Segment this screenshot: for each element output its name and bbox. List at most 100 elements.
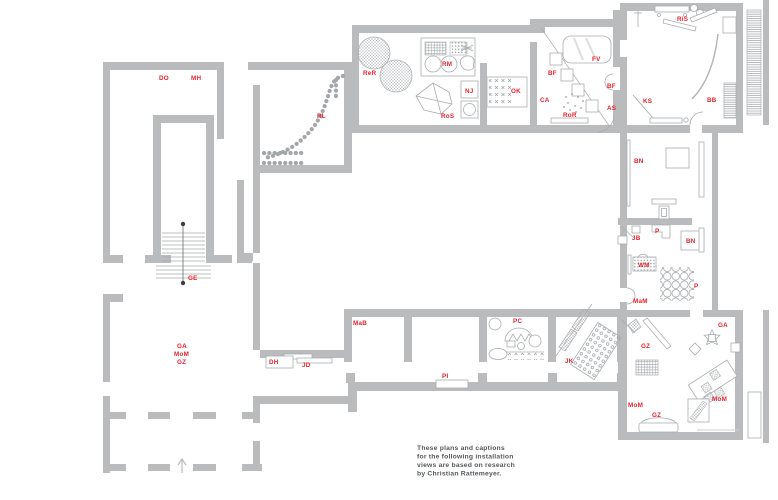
ros-facet-lines — [415, 82, 453, 115]
fv-tub-highlight — [573, 37, 597, 61]
rm-grid-block — [424, 41, 447, 56]
label-rl: RL — [317, 113, 326, 120]
pc-blob — [488, 348, 508, 360]
label-fv: FV — [592, 56, 601, 63]
dh-box — [265, 355, 294, 369]
ris-plank — [662, 18, 697, 32]
grid-mat — [635, 359, 659, 376]
label-bf-2: BF — [607, 83, 616, 90]
rl-dotted-path — [261, 73, 346, 166]
label-gz-br1: GZ — [641, 343, 650, 350]
wm-machine — [632, 256, 657, 272]
bench-leg — [683, 117, 689, 123]
label-ge: GE — [188, 275, 198, 282]
caption-line: views are based on research — [417, 462, 515, 469]
rm-plate — [424, 55, 442, 73]
bf-box — [549, 52, 563, 66]
ris-plank — [689, 7, 718, 23]
jk-dotted-panel — [570, 321, 622, 381]
door-swing-icon — [620, 225, 635, 239]
diamond-shape — [688, 342, 702, 356]
wall-art-strip — [626, 139, 631, 207]
rer-roll-shape — [357, 36, 391, 70]
walls-right-column — [618, 0, 769, 443]
mom-tilted-table — [687, 359, 738, 404]
ga-star-shape — [703, 329, 721, 346]
rm-blob — [459, 55, 475, 71]
pedestal-circle — [463, 103, 476, 116]
furniture-rer-room — [357, 36, 528, 119]
caption-line: These plans and captions — [417, 445, 505, 452]
label-rm: RM — [442, 61, 452, 68]
p-circle-grid — [660, 267, 694, 301]
label-gz-br2: GZ — [652, 412, 661, 419]
pc-circle — [528, 334, 542, 348]
door-swing-icon — [597, 114, 615, 133]
bench-leg — [657, 13, 661, 17]
jk-hatched-beam — [558, 328, 578, 352]
label-ris: RiS — [677, 16, 688, 23]
pc-circle — [488, 317, 502, 331]
furniture-pc-room — [488, 317, 544, 360]
ris-circle — [690, 4, 698, 12]
label-mab: MaB — [353, 320, 367, 327]
label-ok: OK — [511, 88, 521, 95]
walls-bottom-rooms — [344, 309, 627, 391]
label-bn-2: BN — [686, 238, 696, 245]
ga-star-inner — [708, 334, 716, 342]
x-row-pattern — [506, 353, 544, 360]
nj-box — [460, 80, 479, 99]
label-pi: PI — [442, 373, 448, 380]
door-swing-icon — [689, 111, 704, 126]
outer-room-outline — [747, 391, 762, 439]
label-wm: WM — [638, 262, 650, 269]
label-ga-lw: GA — [177, 343, 187, 350]
stairs-hatched — [723, 82, 737, 119]
rm-dot-block — [449, 41, 467, 56]
label-mom-lw: MoM — [174, 351, 189, 358]
rer-roll-shape — [379, 59, 413, 93]
bb-curved-wall — [691, 33, 719, 100]
label-rer: ReR — [363, 70, 377, 77]
label-ga-br: GA — [718, 322, 728, 329]
pc-crown-shape — [504, 327, 534, 343]
wall-column — [722, 16, 737, 34]
wall-art-strip — [627, 254, 632, 275]
room-labels: DO MH ReR RM NJ OK RoS BF FV CA RoR AS B… — [159, 16, 728, 419]
long-plank — [642, 317, 672, 350]
label-ror: RoR — [563, 112, 577, 119]
label-pc: PC — [513, 318, 522, 325]
ris-bench — [654, 5, 690, 13]
bf-box — [571, 83, 585, 97]
label-nj: NJ — [465, 88, 474, 95]
ks-bench — [649, 117, 683, 124]
wall-art-strip — [698, 227, 705, 253]
pc-circle — [517, 342, 525, 350]
outer-stairs-hatched — [746, 9, 762, 116]
sofa-back — [640, 417, 677, 424]
label-ros: RoS — [441, 113, 454, 120]
north-arrow-icon — [177, 457, 187, 473]
caption: These plans and captions for the followi… — [417, 445, 515, 478]
label-jd: JD — [302, 362, 311, 369]
caption-line: for the following installation — [417, 454, 514, 461]
ok-x-pattern — [489, 79, 513, 105]
section-line-end-dot — [180, 221, 186, 227]
door-swing-icon — [626, 287, 636, 305]
furniture-gz-room — [620, 317, 741, 433]
p-counter — [651, 224, 671, 239]
label-mom-br-left: MoM — [628, 402, 643, 409]
pc-box — [506, 340, 516, 348]
label-ks: KS — [643, 98, 652, 105]
furniture-dh-corridor — [265, 353, 333, 369]
easel-shape — [634, 11, 642, 27]
sofa-seat — [638, 422, 679, 433]
furniture-jk-room — [555, 303, 622, 381]
label-dh: DH — [269, 359, 279, 366]
label-as: AS — [607, 105, 616, 112]
section-line-end-dot — [180, 280, 186, 286]
pi-bench — [435, 379, 469, 389]
jb-box — [617, 235, 628, 245]
